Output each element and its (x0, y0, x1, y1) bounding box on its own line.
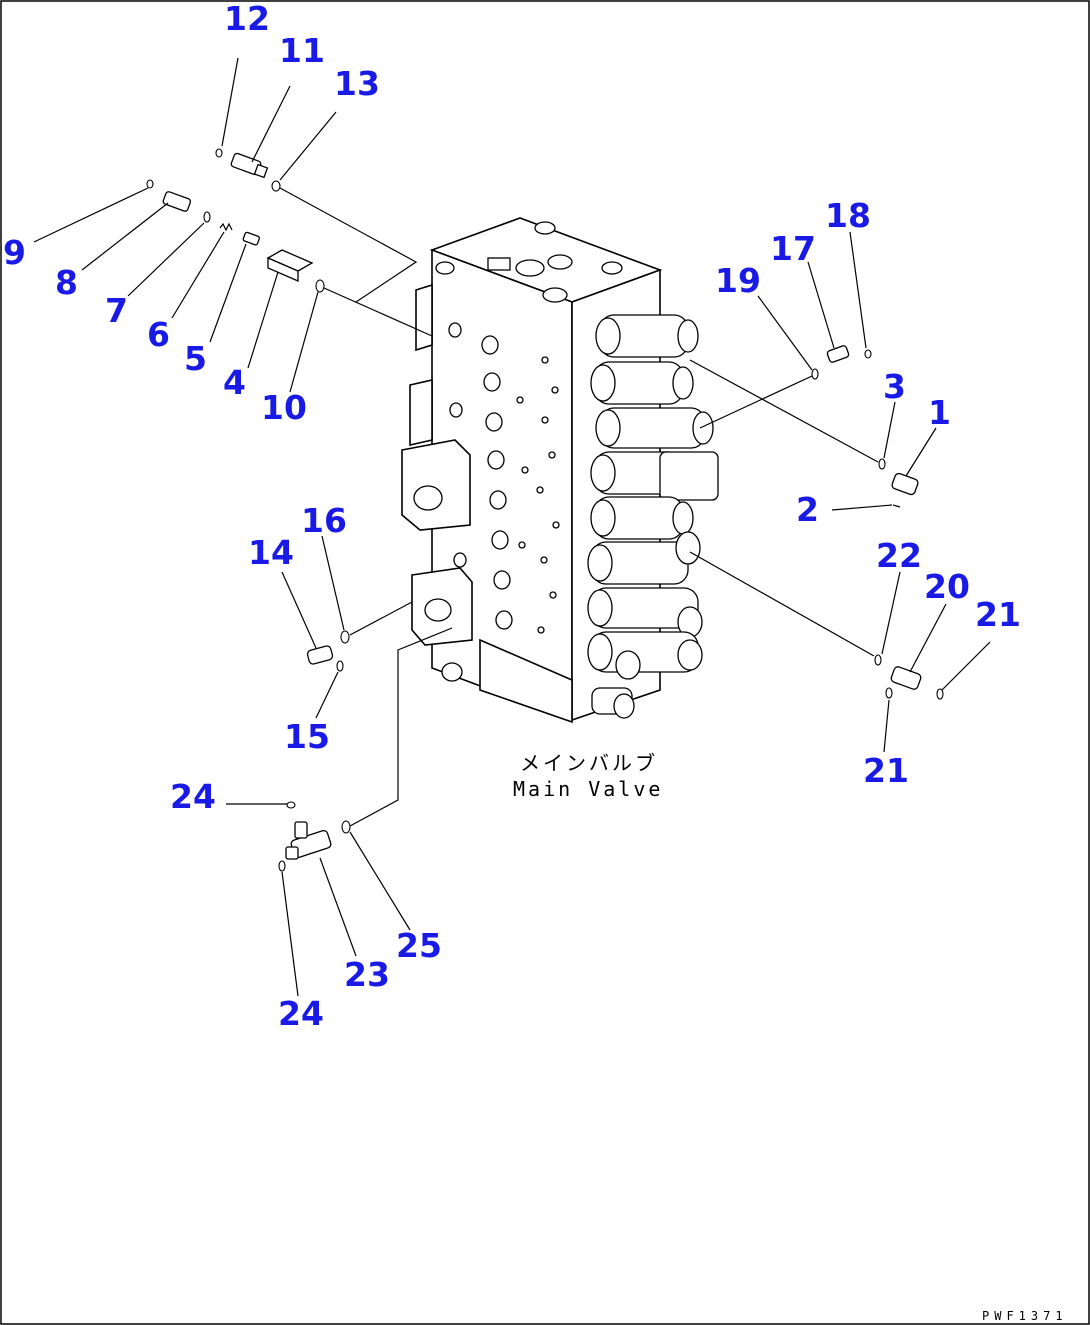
callout-14: 14 (248, 533, 294, 572)
callout-24-lower: 24 (278, 994, 324, 1033)
part-13-oring (271, 180, 281, 192)
part-24-oring-lower (278, 860, 286, 872)
callout-18: 18 (825, 196, 871, 235)
callout-20: 20 (924, 567, 970, 606)
callout-numbers: 12 11 13 9 8 7 6 5 4 10 18 17 19 3 1 2 1… (3, 0, 1021, 1033)
callout-21: 21 (975, 595, 1021, 634)
callout-10: 10 (261, 388, 307, 427)
callout-25: 25 (396, 926, 442, 965)
part-14-valve (306, 645, 334, 665)
leader-lines (33, 57, 991, 997)
part-7-oring (203, 211, 211, 223)
part-2-pin (892, 504, 901, 508)
callout-7: 7 (105, 291, 128, 330)
part-24-oring-upper (286, 801, 296, 809)
callout-21-lower: 21 (863, 751, 909, 790)
part-21-oring-upper (936, 688, 944, 700)
callout-2: 2 (796, 490, 819, 529)
part-18-oring (864, 349, 872, 359)
callout-4: 4 (223, 363, 246, 402)
right-side-spool-covers (587, 314, 719, 719)
part-20-valve (890, 666, 922, 690)
caption-japanese: メインバルブ (520, 751, 658, 775)
part-19-oring (811, 368, 819, 380)
callout-8: 8 (55, 263, 78, 302)
part-9-oring (146, 179, 154, 189)
callout-13: 13 (334, 64, 380, 103)
part-3-oring (878, 458, 886, 470)
callout-12: 12 (224, 0, 270, 38)
part-8-fitting (162, 191, 192, 212)
part-16-oring (340, 630, 350, 644)
callout-9: 9 (3, 233, 26, 272)
callout-11: 11 (279, 31, 325, 70)
callout-16: 16 (301, 501, 347, 540)
part-21-oring-lower (885, 687, 893, 699)
right-face-ports (516, 356, 560, 634)
part-6-spring (219, 222, 233, 232)
callout-15: 15 (284, 717, 330, 756)
callout-23: 23 (344, 955, 390, 994)
part-23-tee-fitting (285, 821, 332, 860)
part-22-oring (874, 654, 882, 666)
part-10-oring (315, 279, 325, 293)
caption-english: Main Valve (513, 777, 663, 801)
drawing-code: PWF1371 (982, 1309, 1068, 1323)
part-5-plug (242, 231, 260, 246)
callout-5: 5 (184, 339, 207, 378)
callout-3: 3 (883, 367, 906, 406)
part-25-oring (341, 820, 351, 834)
part-4-valve (266, 249, 314, 282)
part-12-oring (215, 148, 223, 158)
callout-22: 22 (876, 536, 922, 575)
callout-24: 24 (170, 777, 216, 816)
callout-6: 6 (147, 315, 170, 354)
part-1-valve (891, 472, 919, 496)
part-17-fitting (826, 345, 850, 363)
callout-17: 17 (770, 229, 816, 268)
callout-19: 19 (715, 261, 761, 300)
part-15-oring (336, 660, 344, 672)
callout-1: 1 (928, 393, 951, 432)
part-11-fitting (230, 152, 269, 179)
